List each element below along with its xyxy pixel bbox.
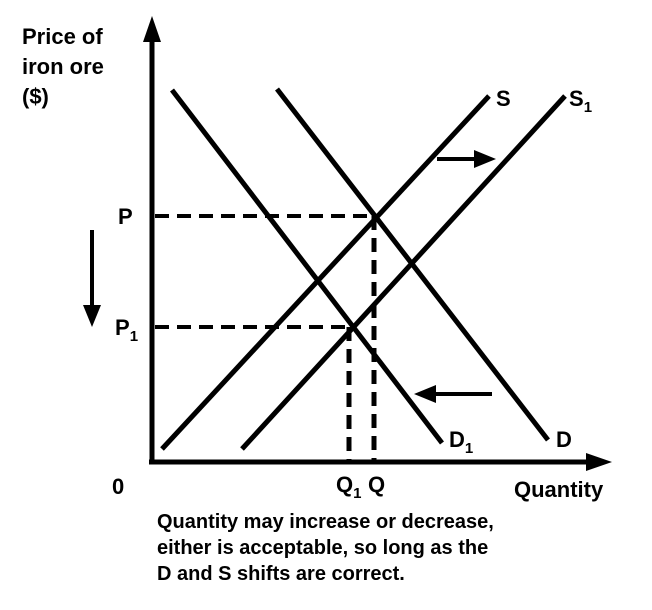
caption-line: D and S shifts are correct. xyxy=(157,563,405,585)
demand-curve-d1 xyxy=(170,88,444,445)
quantity-label-q: Q xyxy=(368,472,385,497)
quantity-label-q1: Q1 xyxy=(336,472,361,502)
price-label-p1: P1 xyxy=(115,315,138,345)
y-axis-label-line-2: iron ore xyxy=(22,54,104,79)
price-fall-down-arrow xyxy=(83,230,101,327)
supply-shift-right-arrow xyxy=(437,150,496,168)
demand-shift-left-arrow xyxy=(414,385,492,403)
y-axis-label-line-3: ($) xyxy=(22,84,49,109)
caption: Quantity may increase or decrease, eithe… xyxy=(157,509,637,587)
caption-line: Quantity may increase or decrease, xyxy=(157,511,494,533)
x-axis-arrowhead xyxy=(586,453,612,471)
x-axis-label: Quantity xyxy=(514,477,604,502)
demand-label-d1: D1 xyxy=(449,427,473,457)
y-axis-label-line-1: Price of xyxy=(22,24,103,49)
caption-line: either is acceptable, so long as the xyxy=(157,537,489,559)
demand-label-d: D xyxy=(556,427,572,452)
origin-label: 0 xyxy=(112,474,124,499)
supply-label-s: S xyxy=(496,86,511,111)
y-axis-arrowhead xyxy=(143,16,161,42)
price-label-p: P xyxy=(118,204,133,229)
supply-curve-s1 xyxy=(240,94,567,451)
supply-label-s1: S1 xyxy=(569,86,592,116)
supply-curve-s xyxy=(160,94,491,451)
